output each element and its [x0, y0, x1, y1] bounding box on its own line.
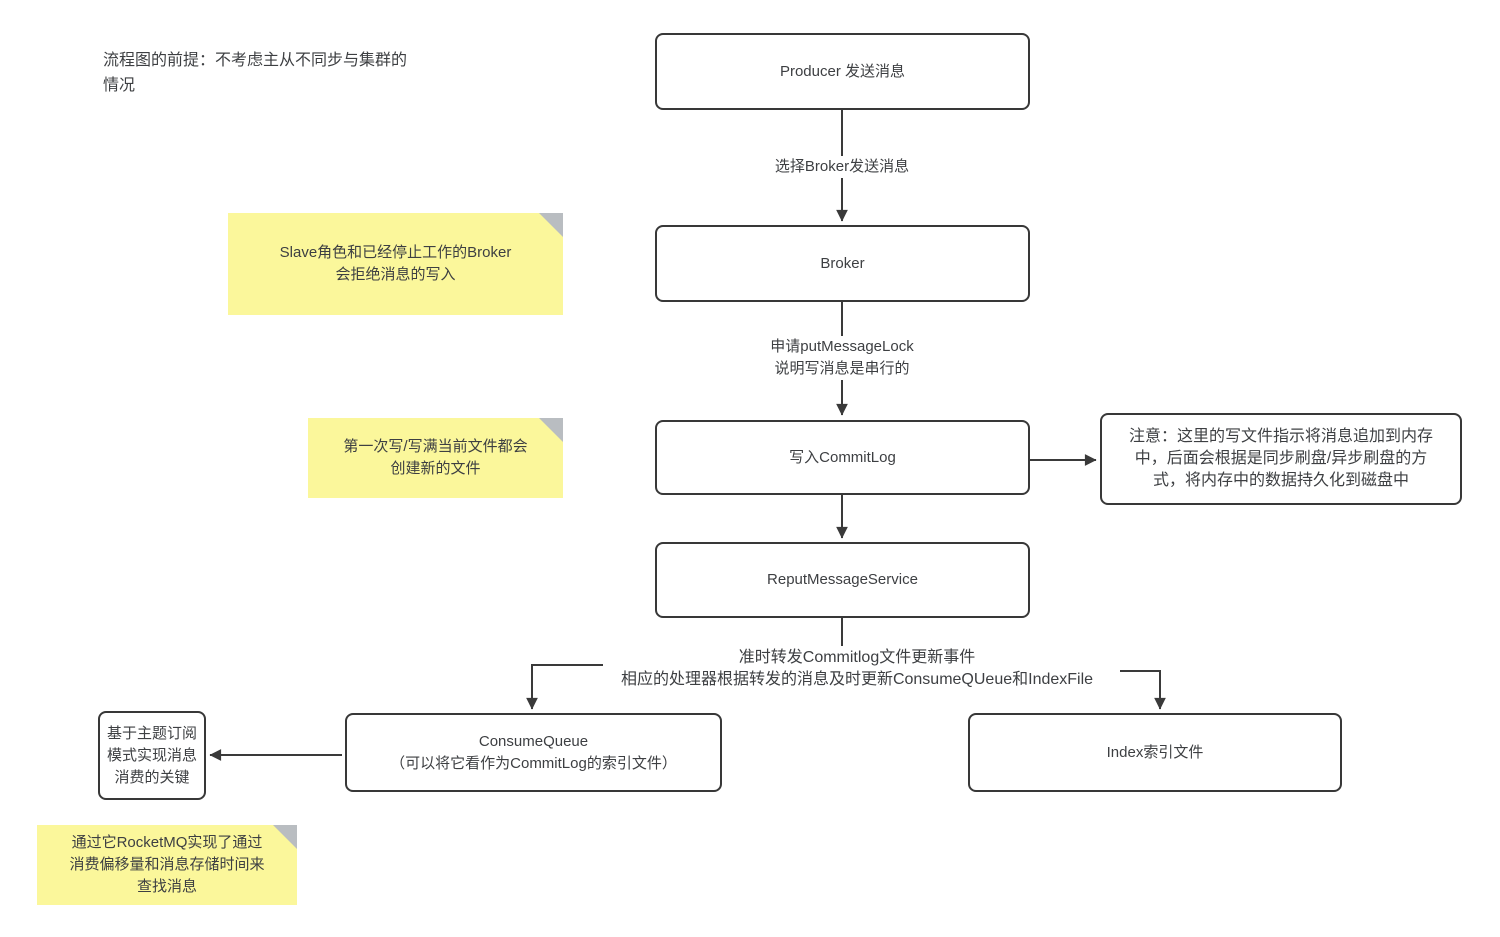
consume-queue-line-2: （可以将它看作为CommitLog的索引文件） [390, 754, 677, 772]
node-reput-label: ReputMessageService [767, 571, 918, 588]
edge-label-select-broker-text: 选择Broker发送消息 [774, 158, 910, 175]
topic-key-line-3: 消费的关键 [114, 768, 190, 786]
topic-key-line-2: 模式实现消息 [106, 746, 197, 764]
flush-note-line-3: 式，将内存中的数据持久化到磁盘中 [1152, 472, 1409, 489]
topic-key-line-1: 基于主题订阅 [106, 724, 197, 742]
edge-label-put-lock-line-2: 说明写消息是串行的 [774, 360, 910, 377]
edge-label-dispatch-line-2: 相应的处理器根据转发的消息及时更新ConsumeQUeue和IndexFile [620, 671, 1094, 688]
node-consume-queue[interactable]: ConsumeQueue （可以将它看作为CommitLog的索引文件） [345, 713, 722, 792]
sticky-slave-line-2: 会拒绝消息的写入 [335, 266, 456, 283]
node-broker[interactable]: Broker [655, 225, 1030, 302]
folded-corner-icon [273, 825, 297, 849]
folded-corner-icon [539, 418, 563, 442]
sticky-offset-line-2: 消费偏移量和消息存储时间来 [69, 856, 265, 873]
edge-label-dispatch: 准时转发Commitlog文件更新事件 相应的处理器根据转发的消息及时更新Con… [616, 647, 1098, 691]
edge-label-put-lock-line-1: 申请putMessageLock [770, 338, 914, 355]
premise-line-1: 流程图的前提：不考虑主从不同步与集群的 [103, 52, 408, 69]
sticky-new-file-line-2: 创建新的文件 [390, 460, 481, 477]
connector-dispatch-to-index [1120, 670, 1166, 710]
node-commitlog-label: 写入CommitLog [789, 448, 896, 466]
premise-line-2: 情况 [103, 77, 136, 94]
edge-label-select-broker: 选择Broker发送消息 [770, 156, 914, 178]
node-commitlog[interactable]: 写入CommitLog [655, 420, 1030, 495]
node-index-file[interactable]: Index索引文件 [968, 713, 1342, 792]
sticky-slave-line-1: Slave角色和已经停止工作的Broker [279, 244, 512, 261]
sticky-note-offset[interactable]: 通过它RocketMQ实现了通过 消费偏移量和消息存储时间来 查找消息 [37, 825, 297, 905]
node-topic-key[interactable]: 基于主题订阅 模式实现消息 消费的关键 [98, 711, 206, 800]
node-producer-label: Producer 发送消息 [779, 62, 906, 80]
node-reput-message-service[interactable]: ReputMessageService [655, 542, 1030, 618]
sticky-offset-line-3: 查找消息 [136, 878, 197, 895]
flush-note-line-1: 注意：这里的写文件指示将消息追加到内存 [1128, 428, 1433, 445]
node-flush-note[interactable]: 注意：这里的写文件指示将消息追加到内存 中，后面会根据是同步刷盘/异步刷盘的方 … [1100, 413, 1462, 505]
node-broker-label: Broker [820, 254, 865, 272]
consume-queue-line-1: ConsumeQueue [478, 732, 589, 750]
edge-label-put-lock: 申请putMessageLock 说明写消息是串行的 [766, 336, 918, 380]
sticky-offset-line-1: 通过它RocketMQ实现了通过 [71, 834, 263, 851]
node-index-file-label: Index索引文件 [1106, 743, 1204, 761]
folded-corner-icon [539, 213, 563, 237]
sticky-new-file-line-1: 第一次写/写满当前文件都会 [343, 438, 528, 455]
connector-dispatch-to-consumequeue [526, 664, 603, 710]
flush-note-line-2: 中，后面会根据是同步刷盘/异步刷盘的方 [1134, 450, 1428, 467]
sticky-note-new-file[interactable]: 第一次写/写满当前文件都会 创建新的文件 [308, 418, 563, 498]
premise-text: 流程图的前提：不考虑主从不同步与集群的 情况 [103, 48, 407, 98]
sticky-note-slave[interactable]: Slave角色和已经停止工作的Broker 会拒绝消息的写入 [228, 213, 563, 315]
edge-label-dispatch-line-1: 准时转发Commitlog文件更新事件 [738, 649, 976, 666]
node-producer[interactable]: Producer 发送消息 [655, 33, 1030, 110]
